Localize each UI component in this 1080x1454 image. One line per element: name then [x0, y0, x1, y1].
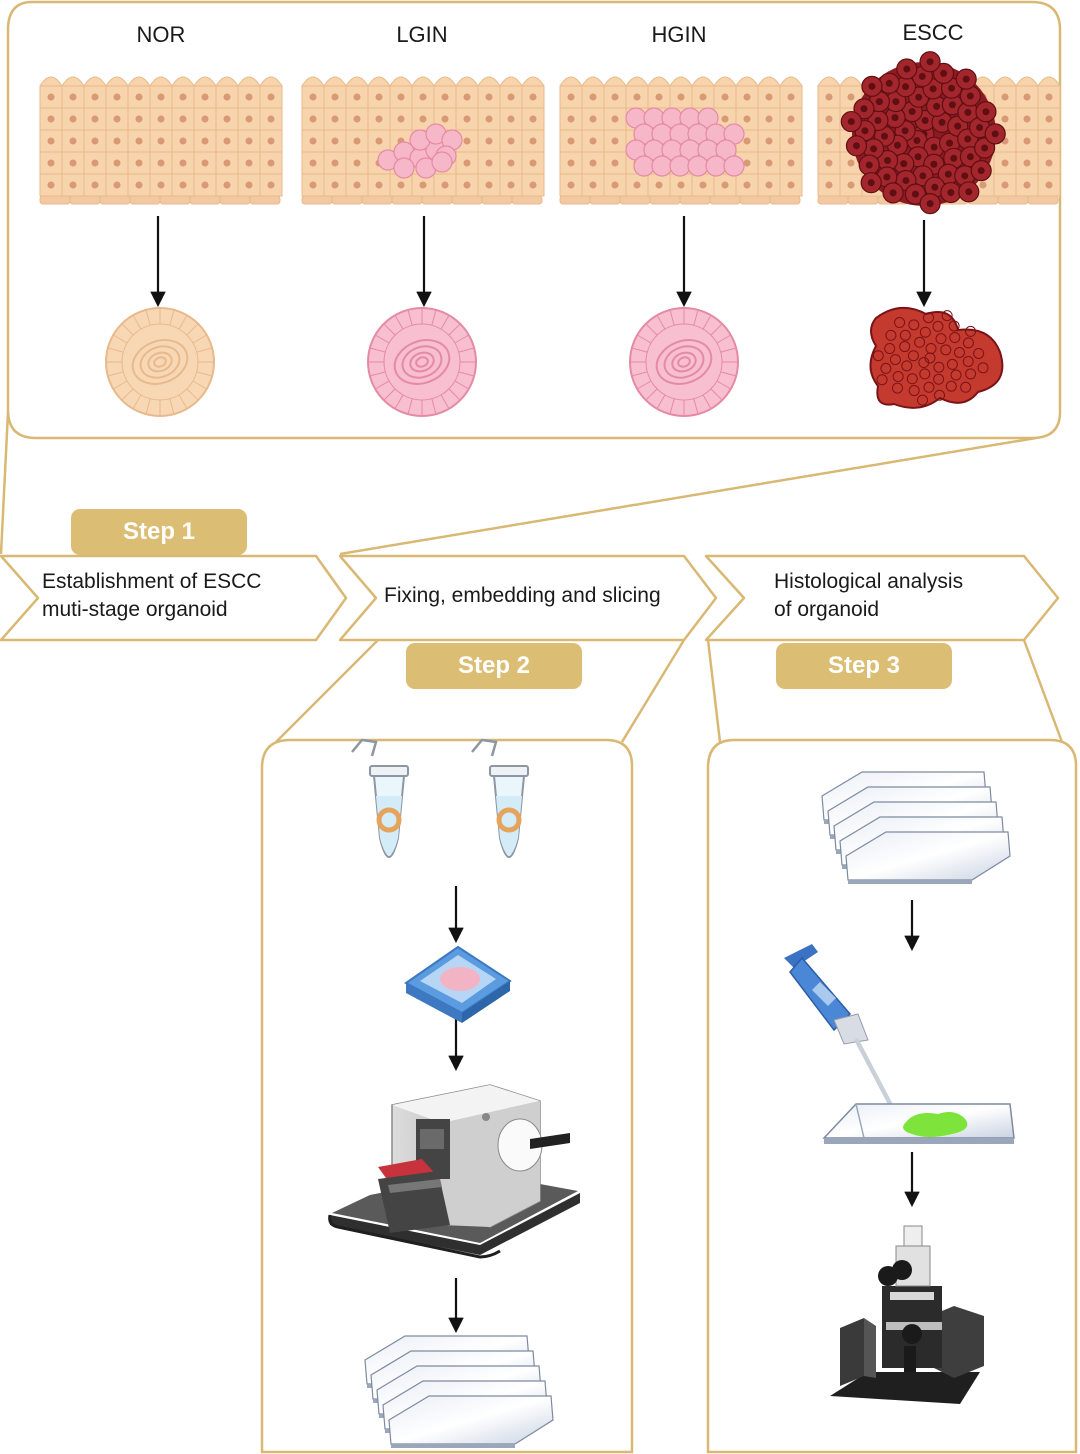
tissue-escc [817, 51, 1061, 215]
stage-label-escc: ESCC [902, 20, 964, 45]
stage-label-hgin: HGIN [651, 22, 707, 47]
step-3-description: Histological analysis of organoid [774, 568, 963, 624]
organoids [105, 307, 1004, 417]
tissue-hgin [559, 76, 803, 205]
stained-slide-icon [822, 1103, 1015, 1144]
organoid-lgin [367, 307, 477, 417]
glass-slides-icon [364, 1335, 554, 1448]
step-1-line-2: muti-stage organoid [42, 598, 228, 621]
organoid-escc [869, 307, 1004, 409]
step-1-badge: Step 1 [71, 509, 247, 555]
microcentrifuge-tube-icon [351, 738, 529, 858]
microscope-icon [830, 1225, 984, 1404]
chevron-step-1 [0, 554, 348, 642]
chevron-step-3 [704, 554, 1060, 642]
panel-step-2 [260, 738, 634, 1454]
microtome-icon [328, 1084, 580, 1259]
tissue-nor [39, 76, 283, 205]
step-3-line-2: of organoid [774, 598, 880, 621]
pipette-icon [784, 944, 910, 1142]
stages-panel-frame [0, 0, 1062, 556]
step-1-line-1: Establishment of ESCC [42, 570, 262, 593]
step-3-line-1: Histological analysis [774, 570, 964, 593]
step-2-badge: Step 2 [406, 643, 582, 689]
stage-label-nor: NOR [136, 22, 186, 47]
step-panels [260, 639, 1078, 1454]
embedding-cassette-icon [404, 945, 512, 1023]
step-2-line-1: Fixing, embedding and slicing [384, 584, 661, 607]
step-2-description: Fixing, embedding and slicing [384, 582, 661, 610]
organoid-hgin [629, 307, 739, 417]
tissue-lgin [301, 76, 545, 205]
organoid-nor [105, 307, 215, 417]
glass-slides-icon [821, 771, 1011, 884]
step-chevrons [0, 554, 1060, 642]
step-3-badge: Step 3 [776, 643, 952, 689]
step-1-description: Establishment of ESCC muti-stage organoi… [42, 568, 261, 624]
epithelium-tissues [39, 51, 1061, 215]
stage-label-lgin: LGIN [396, 22, 448, 47]
flow-arrows [150, 216, 932, 1334]
